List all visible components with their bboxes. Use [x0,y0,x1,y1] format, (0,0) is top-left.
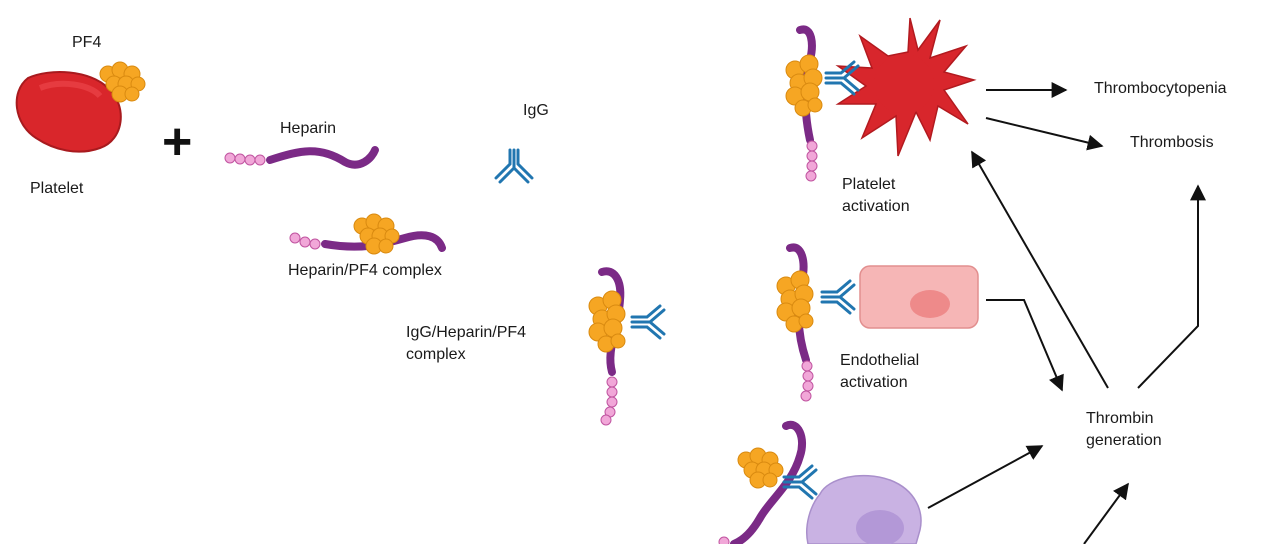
plus-sign: + [162,113,193,171]
activated-platelet [785,17,977,182]
thrombocytopenia-label: Thrombocytopenia [1094,80,1227,97]
arrow-thrombin-to-platelet [971,150,1109,389]
igg-complex-label-line1: IgG/Heparin/PF4 [406,324,527,341]
endothelial-activation-label-line1: Endothelial [840,352,920,369]
endothelial-activation-label-line2: activation [840,374,908,391]
arrow-endothelial-to-thrombin [986,299,1064,392]
platelet-label: Platelet [30,180,84,197]
heparin-strand [224,146,379,169]
heparin-pf4-complex [289,213,446,255]
arrows [927,82,1206,544]
heparin-pf4-complex-label: Heparin/PF4 complex [288,262,442,279]
platelet-shape [15,71,122,153]
monocyte-complex [718,420,818,544]
igg-label: IgG [523,102,549,119]
arrow-to-thrombosis [985,117,1104,151]
igg-icon [494,148,534,184]
thrombin-generation-label-line1: Thrombin [1086,410,1154,427]
heparin-label: Heparin [280,120,337,137]
arrow-bottom-to-thrombin [1083,482,1129,544]
igg-heparin-pf4-complex [588,267,666,426]
platelet-activation-label-line1: Platelet [842,176,896,193]
arrow-thrombin-to-thrombosis [1137,184,1206,389]
thrombin-generation-label-line2: generation [1086,432,1162,449]
endothelial-cell [776,243,979,402]
igg-complex-label-line2: complex [406,346,466,363]
pf4-label: PF4 [72,34,102,51]
platelet-complex [785,25,860,182]
monocyte-cell [718,420,922,544]
platelet-activation-label-line2: activation [842,198,910,215]
arrow-monocyte-to-thrombin [927,445,1044,509]
thrombosis-label: Thrombosis [1130,134,1214,151]
endothelial-complex [776,243,856,402]
